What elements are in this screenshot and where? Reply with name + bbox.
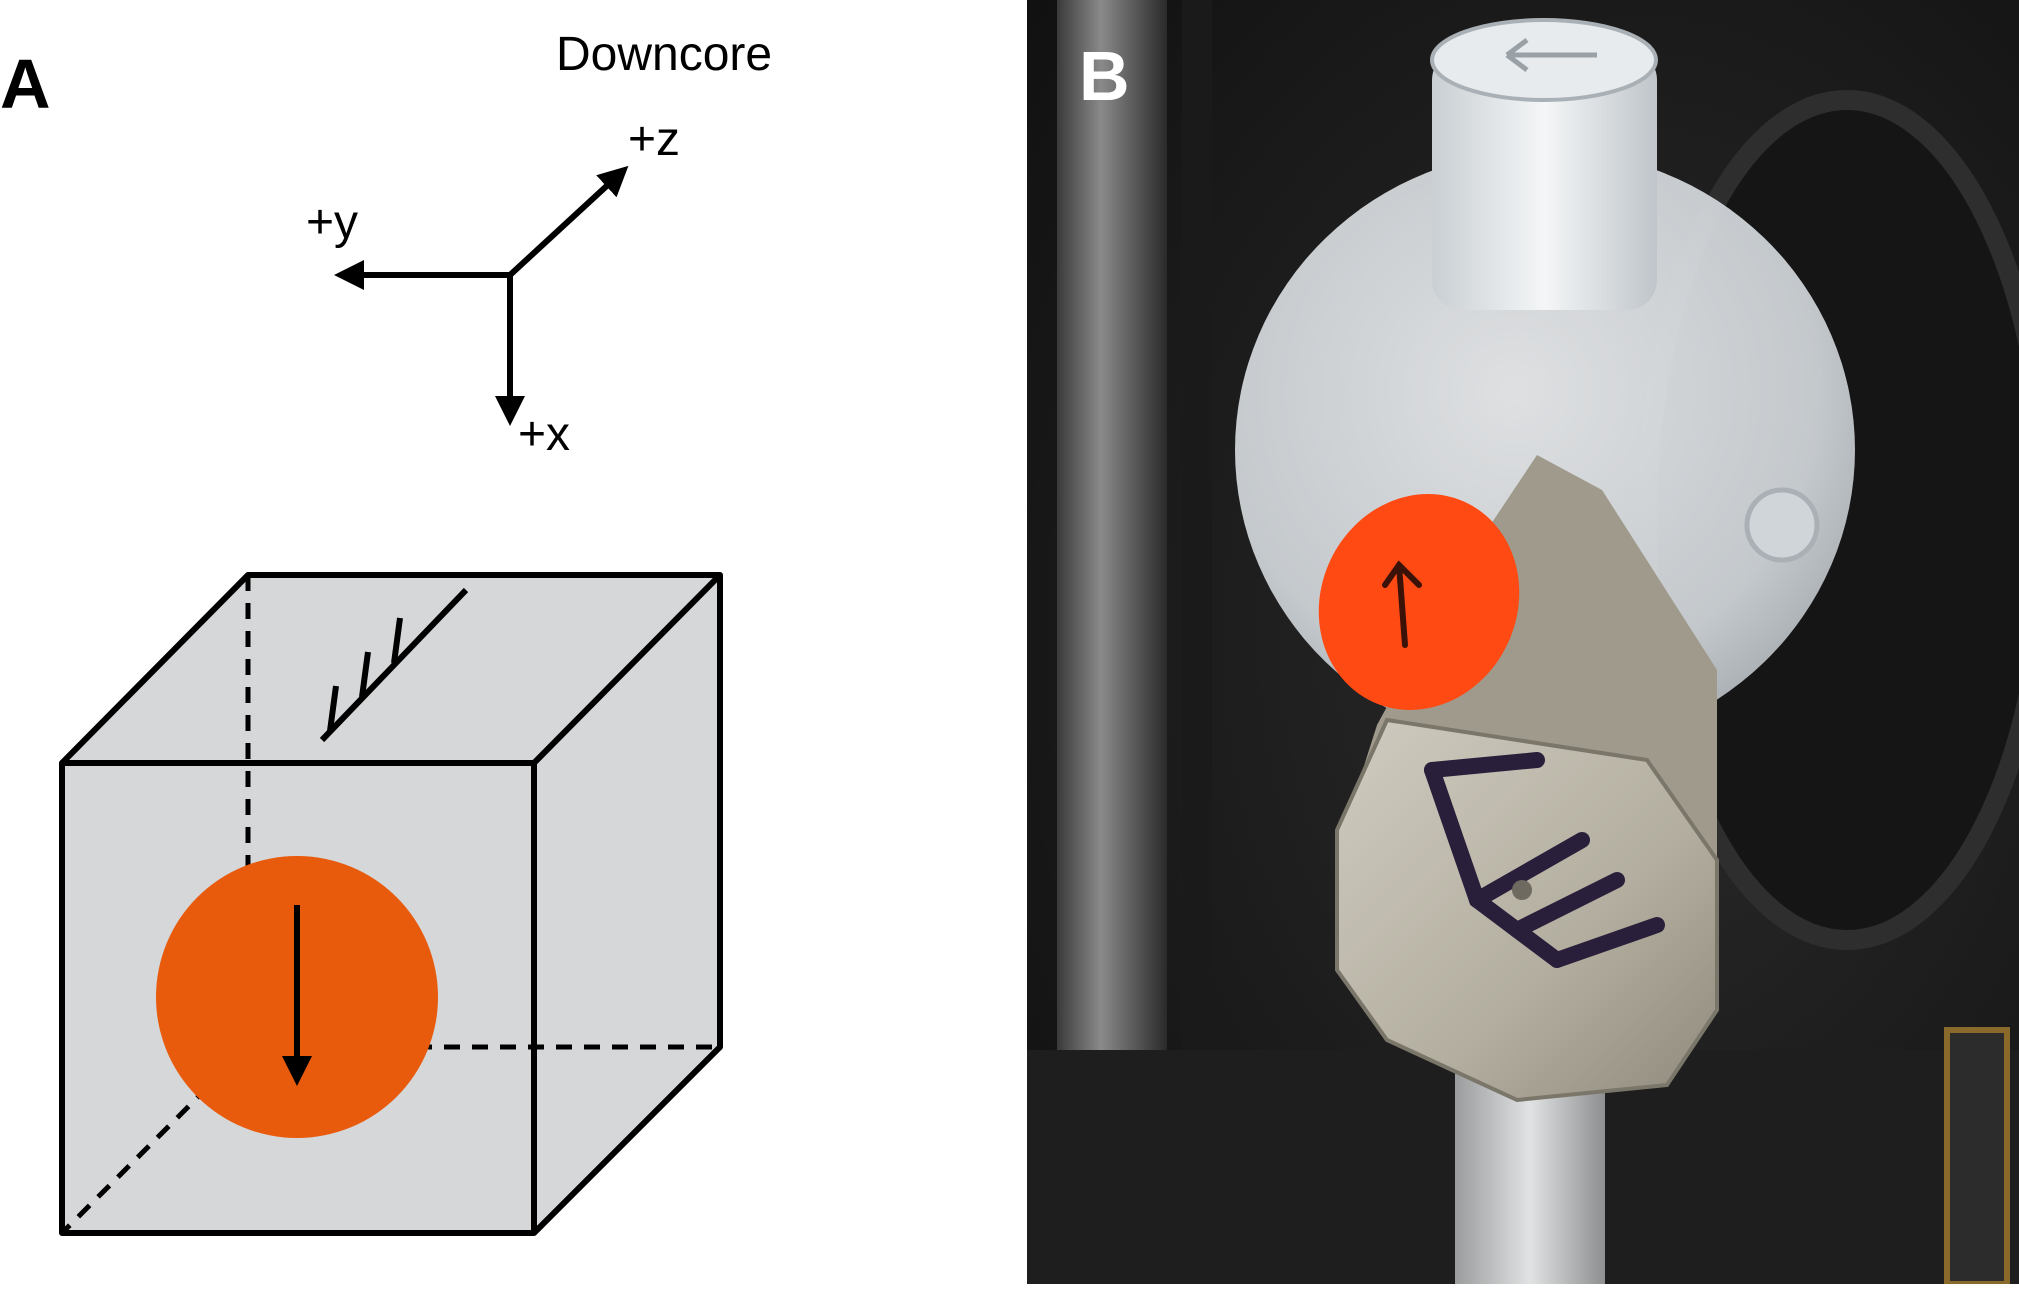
bedding-hatch-icon [319,587,469,743]
axes-title: Downcore [556,28,772,81]
sample-photograph: B [1027,0,2019,1287]
z-axis-arrow [507,165,629,278]
downcore-axes-icon: Downcore +z +y +x [306,28,772,461]
orange-sticker [1318,494,1520,710]
panel-b-label: B [1079,37,1130,115]
axis-y-label: +y [306,196,358,249]
sample-end-face [1335,717,1719,1103]
cap-top [1430,18,1658,102]
sample-cube-icon [59,572,723,1236]
schematic-diagram: A Downcore +z +y +x [0,28,772,1236]
sample-hole [1512,880,1532,900]
panel-a-label: A [0,45,51,123]
holder-screw [1744,487,1820,563]
sample-marking-icon [1424,752,1665,968]
axis-x-label: +x [518,408,570,461]
axis-z-label: +z [628,113,680,166]
panel-a: A Downcore +z +y +x [0,0,1010,1284]
cap-arrow-icon [1505,38,1597,72]
panel-b: B [1027,0,2019,1287]
sticker-arrow-icon [1382,560,1422,648]
holder-cap [1432,50,1657,310]
cube-visible-edges [59,572,723,1236]
right-fitting [1944,1027,2010,1287]
